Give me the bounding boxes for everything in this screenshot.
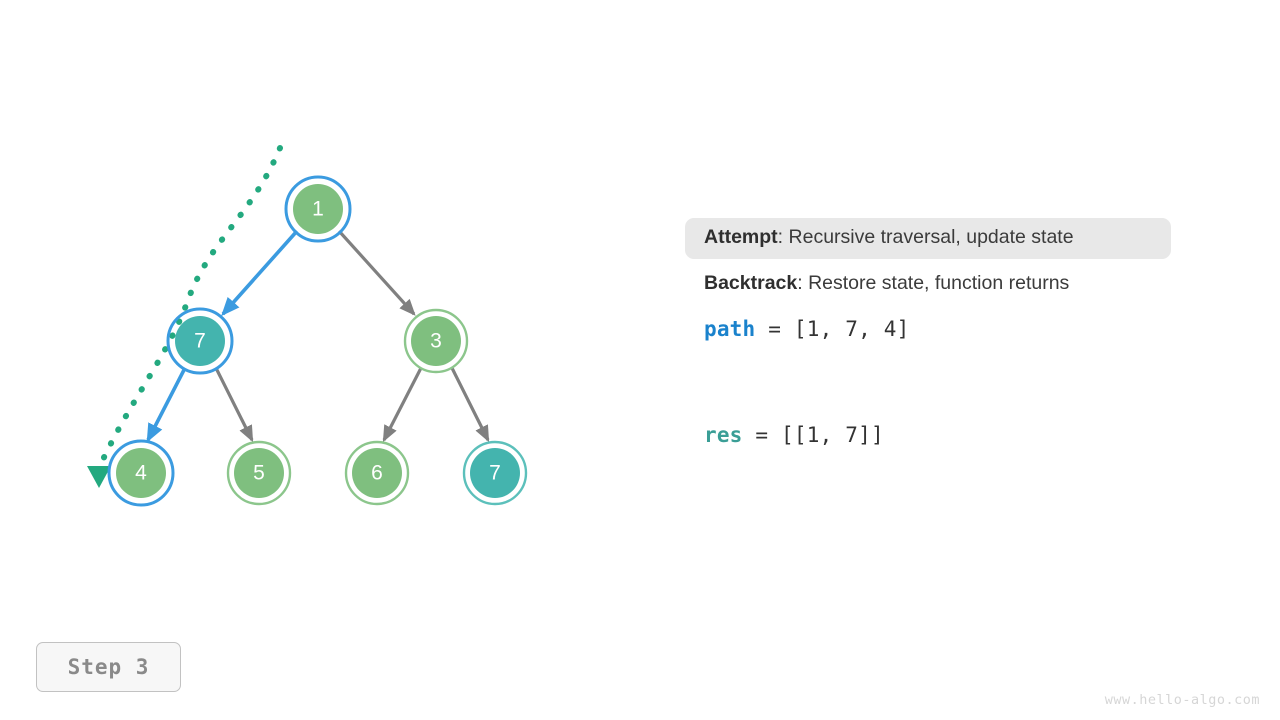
node-value-label: 1 bbox=[312, 198, 324, 221]
attempt-separator: : bbox=[777, 226, 789, 248]
node-circle bbox=[234, 448, 284, 498]
backtrack-row: Backtrack: Restore state, function retur… bbox=[685, 272, 1245, 294]
watermark: www.hello-algo.com bbox=[1104, 692, 1260, 708]
node-value-label: 5 bbox=[253, 462, 265, 485]
edge-7-to-4 bbox=[146, 367, 187, 443]
res-variable-name: res bbox=[704, 423, 743, 447]
step-badge-label: Step 3 bbox=[67, 655, 150, 679]
attempt-label: Attempt bbox=[704, 226, 778, 248]
tree-node-5[interactable]: 5 bbox=[226, 440, 292, 506]
path-variable-value: = [1, 7, 4] bbox=[755, 317, 910, 341]
node-value-label: 3 bbox=[430, 330, 442, 353]
node-circle bbox=[470, 448, 520, 498]
tree-node-4[interactable]: 4 bbox=[107, 439, 175, 507]
node-value-label: 7 bbox=[194, 330, 206, 353]
node-outer-ring bbox=[462, 440, 528, 506]
node-circle bbox=[293, 184, 343, 234]
node-circle bbox=[175, 316, 225, 366]
edge-1-to-7 bbox=[221, 229, 299, 317]
edge-3-to-6 bbox=[382, 367, 423, 443]
node-circle bbox=[116, 448, 166, 498]
backtrack-label: Backtrack bbox=[704, 272, 798, 294]
node-outer-ring bbox=[226, 440, 292, 506]
node-value-label: 7 bbox=[489, 462, 501, 485]
tree-node-7-right[interactable]: 7 bbox=[462, 440, 528, 506]
path-variable-name: path bbox=[704, 317, 756, 341]
attempt-sentence: Attempt: Recursive traversal, update sta… bbox=[704, 226, 1074, 248]
tree-node-7-left[interactable]: 7 bbox=[166, 307, 234, 375]
step-badge: Step 3 bbox=[36, 642, 181, 692]
tree-node-3[interactable]: 3 bbox=[403, 308, 469, 374]
node-value-label: 4 bbox=[135, 462, 147, 485]
backtrack-separator: : bbox=[797, 272, 809, 294]
res-variable-line: res = [[1, 7]] bbox=[685, 423, 1245, 447]
info-panel: Attempt: Recursive traversal, update sta… bbox=[685, 218, 1245, 447]
edge-7-to-5 bbox=[214, 367, 254, 443]
tree-node-6[interactable]: 6 bbox=[344, 440, 410, 506]
tree-edges-group bbox=[146, 229, 490, 443]
traversal-path-group bbox=[87, 145, 283, 488]
edge-1-to-3 bbox=[337, 229, 416, 316]
backtrack-text: Restore state, function returns bbox=[808, 272, 1070, 294]
node-value-label: 6 bbox=[371, 462, 383, 485]
node-highlight-ring bbox=[166, 307, 234, 375]
attempt-text: Recursive traversal, update state bbox=[788, 226, 1074, 248]
tree-nodes-group: 1 7 3 4 5 6 bbox=[107, 175, 528, 507]
edge-3-to-7r bbox=[450, 367, 490, 443]
node-circle bbox=[352, 448, 402, 498]
node-outer-ring bbox=[403, 308, 469, 374]
traversal-pointer-triangle bbox=[87, 466, 111, 488]
attempt-row: Attempt: Recursive traversal, update sta… bbox=[685, 218, 1171, 259]
node-circle bbox=[411, 316, 461, 366]
tree-node-1[interactable]: 1 bbox=[284, 175, 352, 243]
traversal-dotted-path bbox=[96, 145, 283, 471]
backtrack-sentence: Backtrack: Restore state, function retur… bbox=[704, 272, 1069, 294]
node-highlight-ring bbox=[107, 439, 175, 507]
res-variable-value: = [[1, 7]] bbox=[742, 423, 884, 447]
path-variable-line: path = [1, 7, 4] bbox=[685, 317, 1245, 341]
node-outer-ring bbox=[344, 440, 410, 506]
node-highlight-ring bbox=[284, 175, 352, 243]
